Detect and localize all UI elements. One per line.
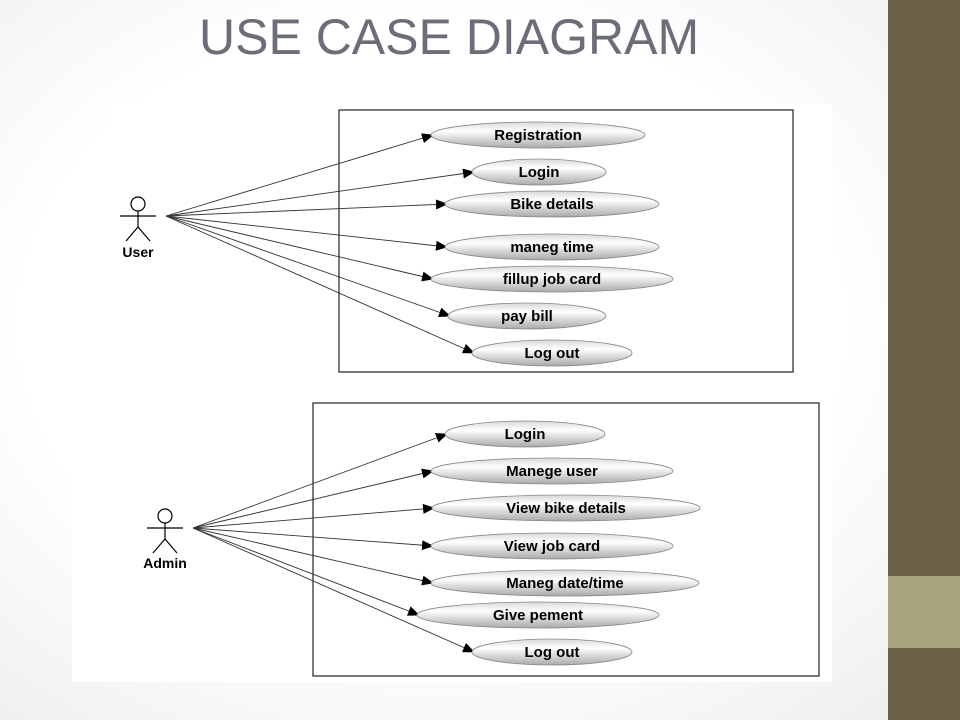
use-case: Give pement	[416, 601, 660, 629]
use-case: Manege user	[430, 457, 674, 485]
association-arrow	[192, 527, 475, 653]
association-arrow	[165, 215, 451, 318]
use-case: Login	[444, 420, 606, 448]
use-case-ellipse	[431, 494, 701, 522]
use-case-ellipse	[430, 121, 646, 149]
association-arrow	[192, 527, 434, 586]
use-case-label: View job card	[504, 538, 600, 555]
use-case-ellipse	[430, 265, 674, 293]
association-arrow	[192, 527, 434, 551]
use-case-ellipse	[430, 569, 700, 597]
admin-actor-icon	[147, 508, 183, 554]
use-case-ellipse	[430, 457, 674, 485]
use-case-ellipse	[471, 339, 633, 367]
use-case-ellipse	[444, 190, 660, 218]
actor-label: Admin	[143, 555, 187, 571]
association-arrow	[165, 215, 434, 282]
use-case: fillup job card	[430, 265, 674, 293]
use-case-label: Log out	[525, 644, 580, 661]
user-actor-icon	[120, 196, 156, 242]
association-arrow	[192, 503, 435, 529]
use-case: Log out	[471, 638, 633, 666]
use-case-label: View bike details	[506, 500, 626, 517]
association-arrow	[165, 199, 448, 217]
use-case-label: maneg time	[510, 239, 593, 256]
use-case-ellipse	[471, 638, 633, 666]
use-case-label: Log out	[525, 345, 580, 362]
association-arrow	[192, 468, 434, 529]
association-arrow	[165, 215, 448, 251]
actor-label: User	[122, 244, 154, 260]
use-case-label: Bike details	[510, 196, 593, 213]
use-case-label: pay bill	[501, 308, 553, 325]
system-boundary	[312, 402, 820, 677]
association-arrow	[165, 168, 475, 217]
use-case: View bike details	[431, 494, 701, 522]
use-case: Maneg date/time	[430, 569, 700, 597]
use-case-ellipse	[444, 233, 660, 261]
use-case-ellipse	[447, 302, 607, 330]
association-arrow	[165, 133, 434, 217]
association-arrow	[192, 433, 448, 529]
association-arrow	[165, 215, 475, 354]
use-case: Log out	[471, 339, 633, 367]
use-case-label: Registration	[494, 127, 582, 144]
use-case-ellipse	[471, 158, 607, 186]
use-case-ellipse	[416, 601, 660, 629]
use-case: Bike details	[444, 190, 660, 218]
use-case: pay bill	[447, 302, 607, 330]
use-case: maneg time	[444, 233, 660, 261]
side-bar-accent	[888, 576, 960, 648]
use-case-label: Login	[505, 426, 546, 443]
use-case-ellipse	[430, 532, 674, 560]
use-case: View job card	[430, 532, 674, 560]
use-case-label: Manege user	[506, 463, 598, 480]
association-arrow	[192, 527, 420, 616]
use-case-label: fillup job card	[503, 271, 601, 288]
use-case-label: Give pement	[493, 607, 583, 624]
use-case: Registration	[430, 121, 646, 149]
slide-title: USE CASE DIAGRAM	[199, 9, 700, 65]
use-case-label: Login	[519, 164, 560, 181]
system-boundary	[338, 109, 794, 373]
use-case: Login	[471, 158, 607, 186]
use-case-ellipse	[444, 420, 606, 448]
use-case-label: Maneg date/time	[506, 575, 624, 592]
